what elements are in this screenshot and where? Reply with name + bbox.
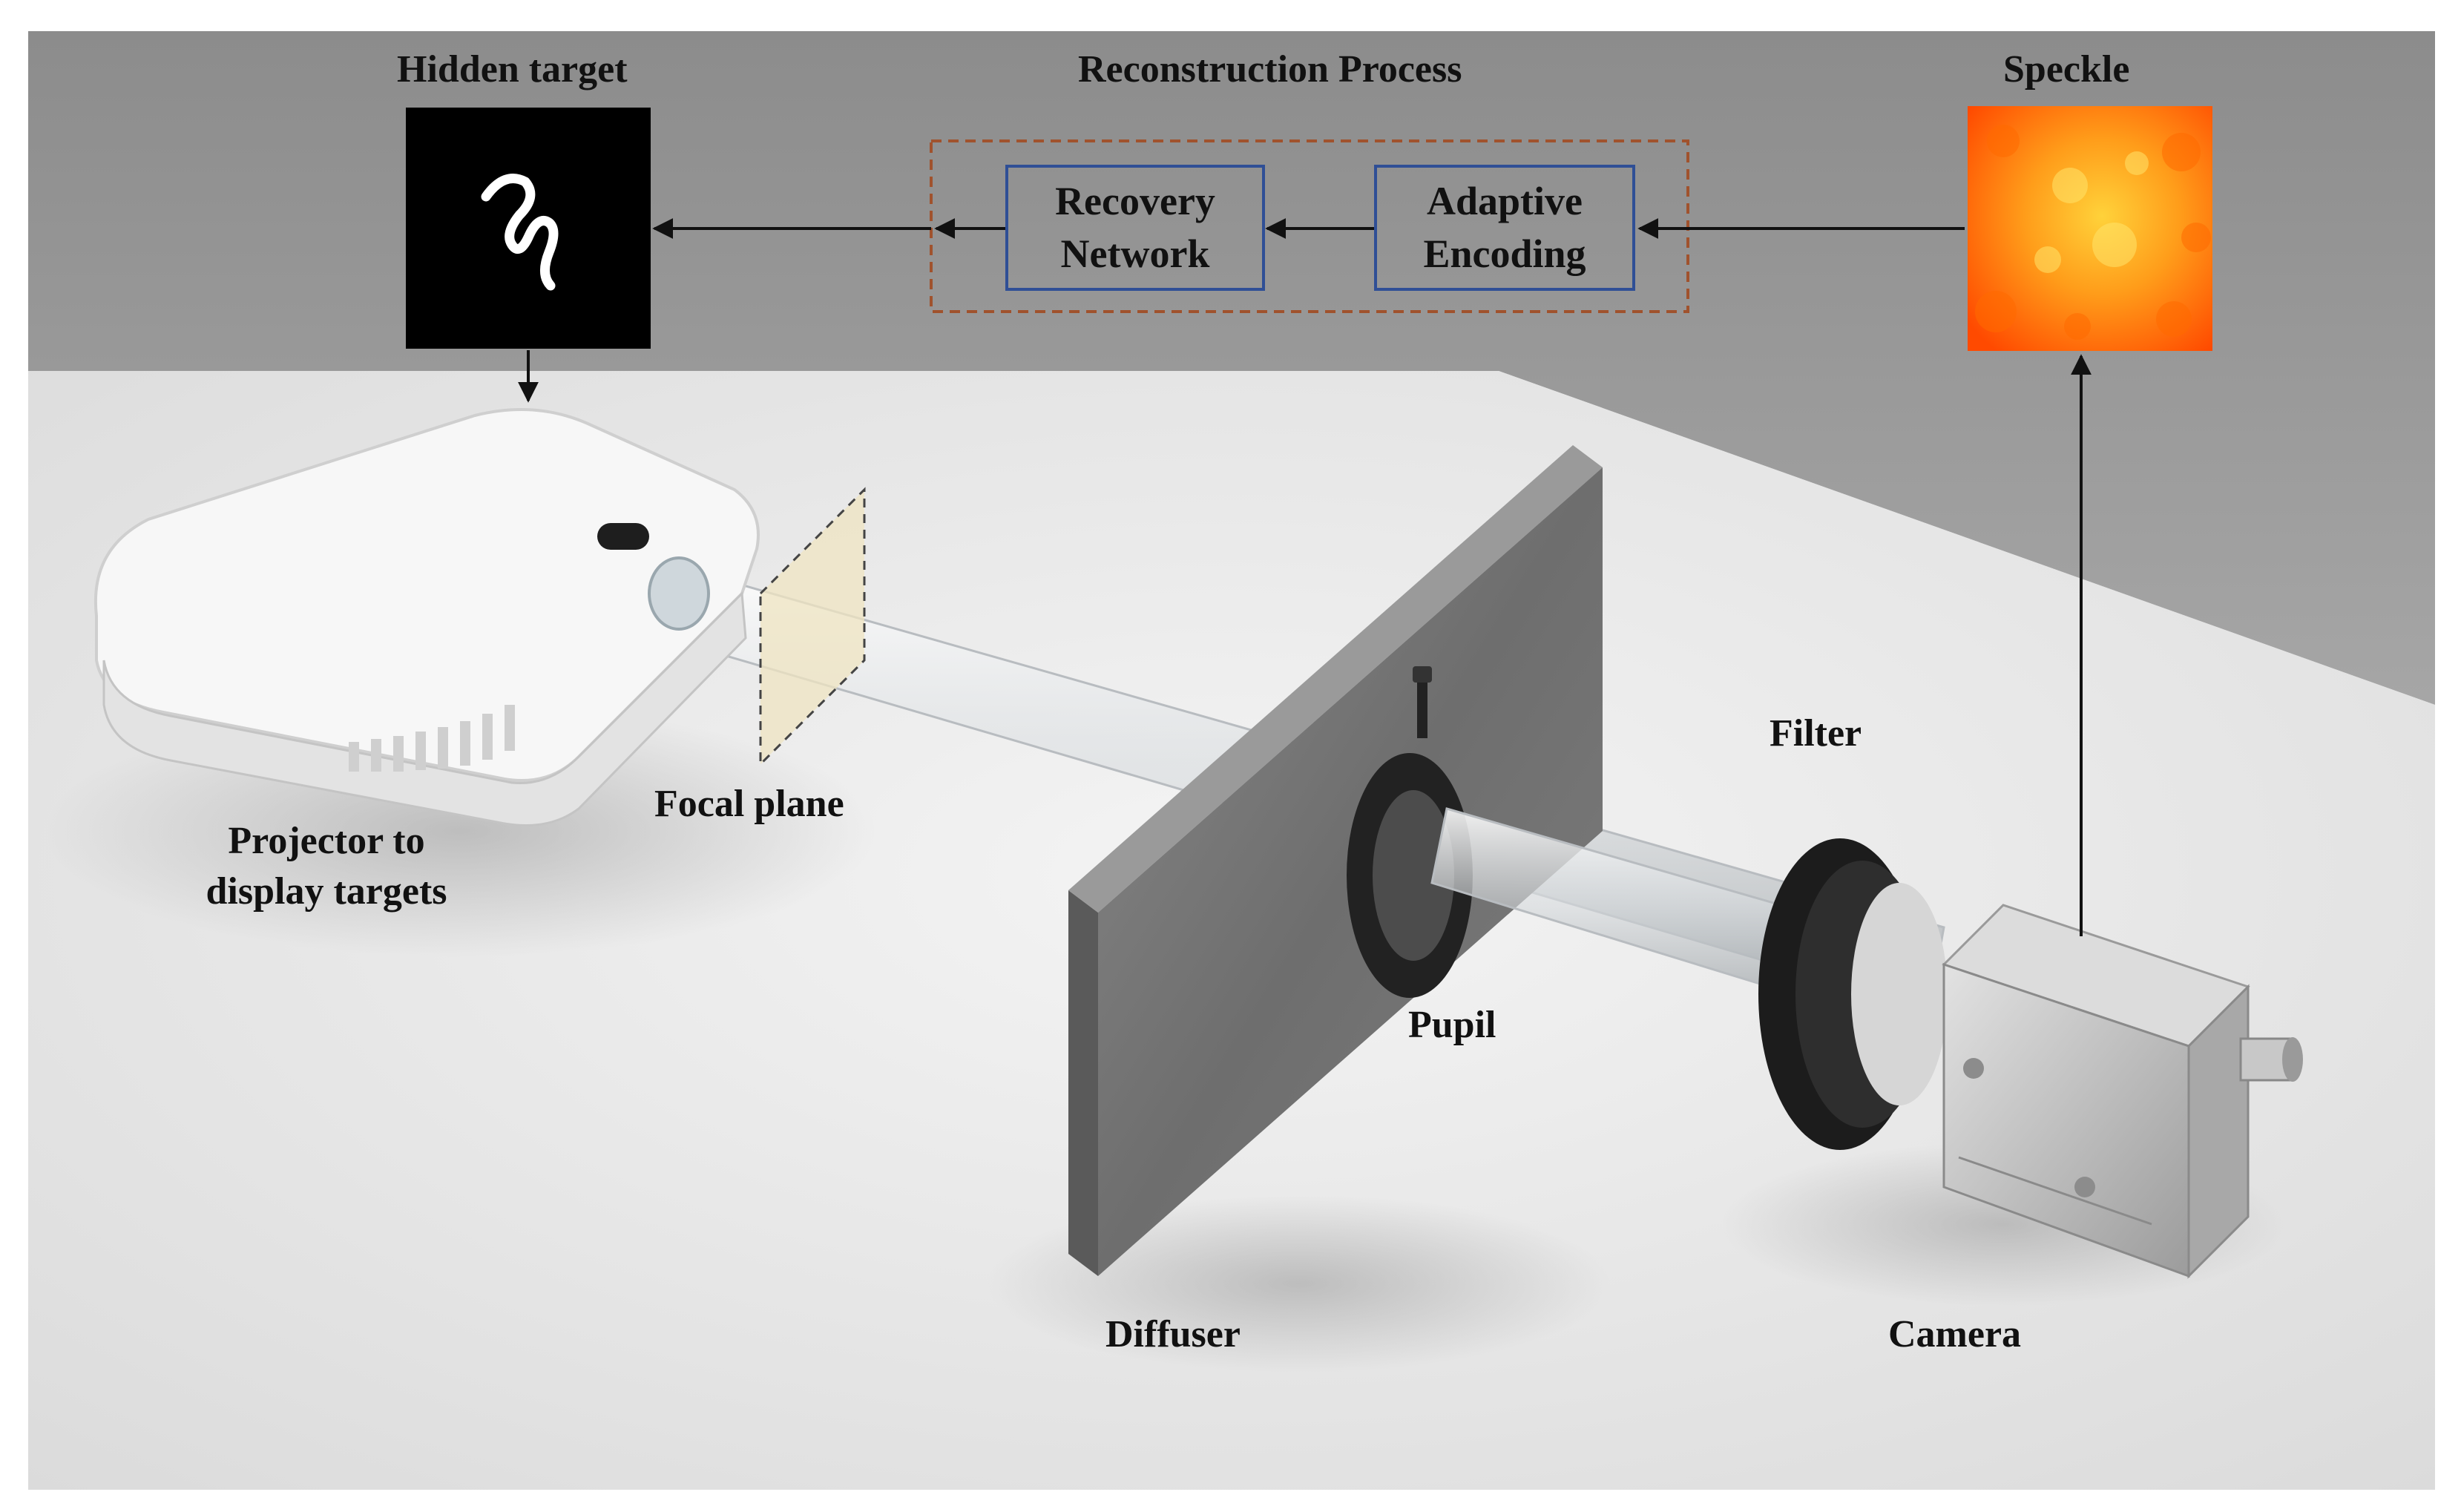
filter-label: Filter [1770,712,1862,755]
speckle-image [1968,106,2212,351]
speckle-label: Speckle [2003,48,2130,91]
focal-plane [759,487,866,767]
hidden-target-label: Hidden target [397,48,628,91]
projector-label-line2: display targets [206,870,447,913]
projector-icon [93,408,760,826]
adaptive-encoding-line2: Encoding [1423,231,1586,276]
reconstruction-process-label: Reconstruction Process [1078,48,1462,91]
pupil-label: Pupil [1408,1004,1496,1046]
camera-label: Camera [1888,1313,2022,1355]
recovery-network-block: Recovery Network [1005,165,1265,291]
adaptive-encoding-block: Adaptive Encoding [1374,165,1635,291]
recovery-network-line1: Recovery [1055,178,1215,223]
filter-icon [1758,838,1948,1150]
focal-plane-label: Focal plane [654,783,844,825]
adaptive-encoding-line1: Adaptive [1426,178,1583,223]
projector-label-line1: Projector to [228,820,425,862]
diffuser-slab [1068,445,1603,1276]
diffuser-shadow [987,1194,1610,1373]
diffuser-label: Diffuser [1105,1313,1241,1355]
projector-label: Projector to display targets [178,816,475,916]
reconstruction-process-frame [930,139,1689,313]
recovery-network-line2: Network [1060,231,1210,276]
hidden-target-image [406,108,651,349]
camera-icon [1942,904,2303,1279]
